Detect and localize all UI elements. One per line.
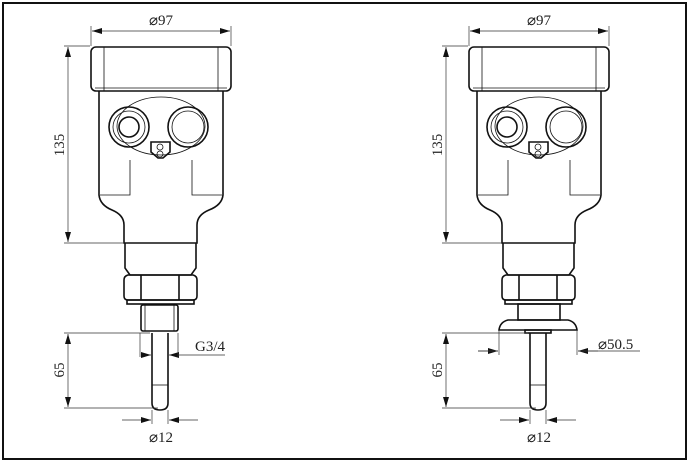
connection-label: ⌀50.5 bbox=[598, 337, 633, 353]
housing-body bbox=[98, 91, 224, 244]
housing-cap bbox=[90, 46, 232, 92]
housing-side-recess bbox=[100, 160, 222, 196]
probe-rod bbox=[151, 333, 169, 411]
washer bbox=[126, 299, 195, 305]
height-label: 135 bbox=[430, 134, 446, 157]
height-label: 135 bbox=[52, 134, 68, 157]
gland-panel bbox=[116, 96, 206, 156]
clamp-flange bbox=[498, 319, 578, 331]
hex-nut bbox=[501, 274, 576, 301]
gland-panel bbox=[494, 96, 584, 156]
ground-screw-block bbox=[528, 141, 549, 159]
housing-cap bbox=[468, 46, 610, 92]
cable-gland-right bbox=[545, 106, 587, 148]
housing-body bbox=[476, 91, 602, 244]
hex-nut bbox=[123, 274, 198, 301]
thread-connection bbox=[140, 304, 179, 332]
cable-gland-left-hole bbox=[118, 116, 140, 138]
cable-gland-left-hole bbox=[496, 116, 518, 138]
ground-screw-block bbox=[150, 141, 171, 159]
probe-length-label: 65 bbox=[52, 363, 68, 378]
cable-gland-left bbox=[108, 106, 150, 148]
housing-side-recess bbox=[478, 160, 600, 196]
cable-gland-left-ring bbox=[112, 110, 146, 144]
top-diameter-label: ⌀97 bbox=[527, 13, 552, 29]
probe-diameter-label: ⌀12 bbox=[527, 430, 551, 446]
ground-screw-icon bbox=[156, 150, 164, 158]
adapter-neck bbox=[502, 243, 575, 276]
probe-rod bbox=[529, 333, 547, 411]
flange-seal bbox=[524, 329, 552, 334]
ground-screw-icon bbox=[534, 150, 542, 158]
cable-gland-right bbox=[167, 106, 209, 148]
sensor-drawing-clamp bbox=[442, 26, 640, 424]
cable-gland-left bbox=[486, 106, 528, 148]
probe-length-label: 65 bbox=[430, 363, 446, 378]
ground-screw-icon bbox=[156, 143, 164, 151]
top-diameter-label: ⌀97 bbox=[149, 13, 174, 29]
clamp-neck bbox=[517, 303, 561, 321]
cable-gland-right-plug bbox=[171, 110, 205, 144]
adapter-neck bbox=[124, 243, 197, 276]
sensor-drawing-threaded bbox=[64, 26, 232, 424]
probe-diameter-label: ⌀12 bbox=[149, 430, 173, 446]
ground-screw-icon bbox=[534, 143, 542, 151]
cable-gland-left-ring bbox=[490, 110, 524, 144]
connection-label: G3/4 bbox=[195, 339, 226, 355]
cable-gland-right-plug bbox=[549, 110, 583, 144]
